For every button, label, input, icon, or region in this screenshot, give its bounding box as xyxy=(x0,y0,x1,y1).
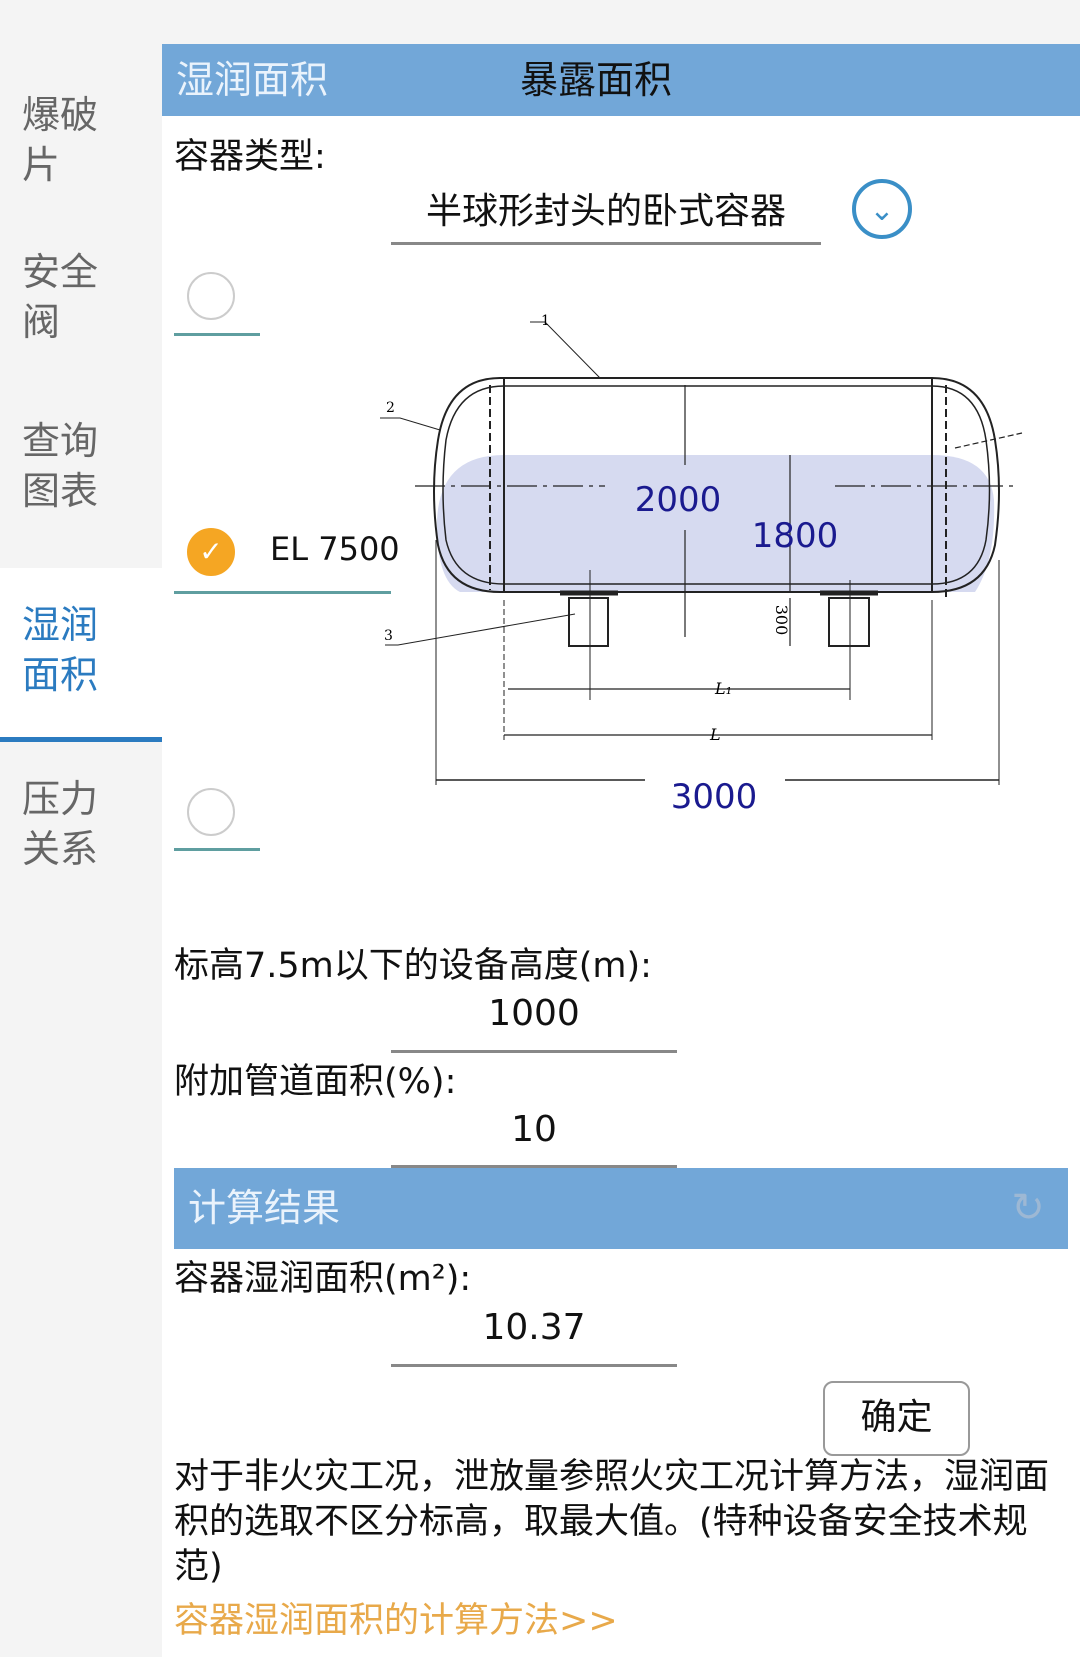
diameter-value: 2000 xyxy=(635,480,722,520)
callout-2: 2 xyxy=(386,400,395,416)
length-value: 3000 xyxy=(671,777,758,817)
height-label: 标高7.5m以下的设备高度(m): xyxy=(174,946,652,986)
sidebar-item-label: 压力关系 xyxy=(22,777,99,871)
sidebar-item-label: 查询图表 xyxy=(22,419,99,513)
option-radio-el7500[interactable]: ✓ xyxy=(187,528,235,576)
sidebar: 爆破片 安全阀 查询图表 湿润面积 压力关系 xyxy=(0,44,162,1657)
option-label: EL 7500 xyxy=(270,530,400,568)
calculation-method-link[interactable]: 容器湿润面积的计算方法>> xyxy=(174,1601,618,1641)
tab-exposed-area[interactable]: 暴露面积 xyxy=(520,58,673,102)
pipe-area-label: 附加管道面积(%): xyxy=(174,1062,457,1102)
liquid-level-value: 1800 xyxy=(752,516,839,556)
vessel-type-label: 容器类型: xyxy=(174,137,326,177)
select-underline xyxy=(391,242,821,245)
sidebar-item-label: 湿润面积 xyxy=(22,603,99,697)
check-icon: ✓ xyxy=(199,535,223,568)
l-label: L xyxy=(709,725,721,744)
confirm-button[interactable]: 确定 xyxy=(823,1381,970,1456)
refresh-icon[interactable]: ↻ xyxy=(1011,1185,1045,1231)
vessel-diagram: 1 2 3 300 L₁ L 2000 1800 3000 xyxy=(380,313,1023,817)
height-input[interactable]: 1000 xyxy=(488,993,580,1034)
sidebar-item-label: 爆破片 xyxy=(22,93,99,187)
nozzle-height-label: 300 xyxy=(772,605,791,636)
wetted-area-value: 10.37 xyxy=(482,1307,586,1348)
tab-wetted-area[interactable]: 湿润面积 xyxy=(176,58,329,102)
sidebar-item-wetted-area[interactable]: 湿润面积 xyxy=(0,568,162,742)
vessel-type-select[interactable]: 半球形封头的卧式容器 xyxy=(425,191,786,232)
input-underline xyxy=(391,1165,677,1168)
option-underline xyxy=(174,591,391,594)
option-underline xyxy=(174,848,260,851)
option-radio-3[interactable] xyxy=(187,788,235,836)
tab-bar: 湿润面积 暴露面积 xyxy=(162,44,1080,116)
sidebar-item-charts[interactable]: 查询图表 xyxy=(0,416,162,516)
callout-1: 1 xyxy=(541,313,550,329)
chevron-down-icon[interactable]: ⌄ xyxy=(852,179,912,239)
status-area xyxy=(0,0,1080,44)
result-title: 计算结果 xyxy=(188,1186,341,1230)
wetted-area-label: 容器湿润面积(m²): xyxy=(174,1259,472,1299)
sidebar-item-label: 安全阀 xyxy=(22,250,99,344)
sidebar-item-rupture-disc[interactable]: 爆破片 xyxy=(0,90,130,190)
sidebar-item-pressure[interactable]: 压力关系 xyxy=(0,774,162,874)
option-radio-1[interactable] xyxy=(187,272,235,320)
note-text: 对于非火灾工况，泄放量参照火灾工况计算方法，湿润面积的选取不区分标高，取最大值。… xyxy=(174,1457,1050,1587)
sidebar-item-safety-valve[interactable]: 安全阀 xyxy=(0,247,162,347)
result-header: 计算结果 ↻ xyxy=(174,1168,1068,1249)
option-underline xyxy=(174,333,260,336)
pipe-area-input[interactable]: 10 xyxy=(511,1109,557,1150)
result-underline xyxy=(391,1364,677,1367)
callout-3: 3 xyxy=(384,628,393,644)
l1-label: L₁ xyxy=(714,679,732,698)
input-underline xyxy=(391,1050,677,1053)
